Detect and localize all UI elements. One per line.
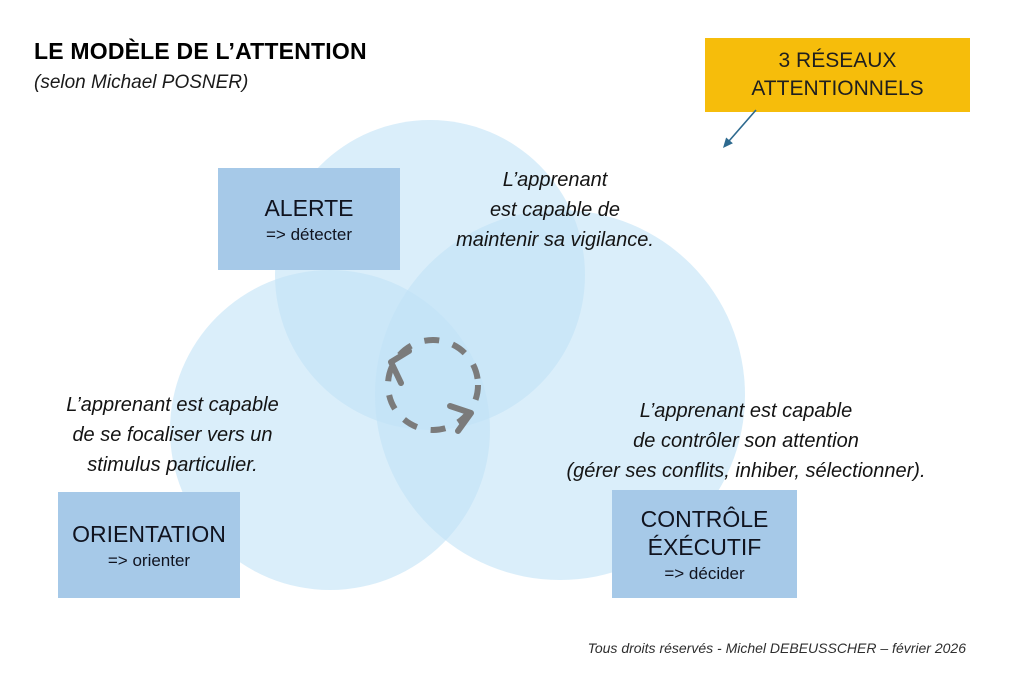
badge-3-reseaux: 3 RÉSEAUX ATTENTIONNELS (705, 38, 970, 112)
page-subtitle: (selon Michael POSNER) (34, 72, 249, 93)
box-orientation-label: ORIENTATION (72, 520, 226, 547)
box-alerte-label: ALERTE (264, 194, 354, 221)
box-alerte: ALERTE => détecter (218, 168, 400, 270)
box-alerte-action: => détecter (265, 224, 352, 244)
cycle-icon (385, 337, 481, 434)
box-orientation: ORIENTATION => orienter (58, 492, 240, 598)
box-controle-label: CONTRÔLE ÉXÉCUTIF (640, 505, 769, 560)
description-orientation: L’apprenant est capable de se focaliser … (66, 394, 279, 476)
copyright: Tous droits réservés - Michel DEBEUSSCHE… (587, 640, 966, 656)
description-controle: L’apprenant est capable de contrôler son… (566, 400, 926, 482)
arrow-down-left-icon (723, 109, 757, 148)
page-title: LE MODÈLE DE L’ATTENTION (34, 38, 367, 64)
box-controle-action: => décider (664, 563, 745, 583)
header: LE MODÈLE DE L’ATTENTION (selon Michael … (34, 38, 367, 94)
description-alerte: L’apprenant est capable de maintenir sa … (456, 169, 654, 251)
box-orientation-action: => orienter (107, 550, 191, 570)
box-controle-executif: CONTRÔLE ÉXÉCUTIF => décider (612, 490, 797, 598)
